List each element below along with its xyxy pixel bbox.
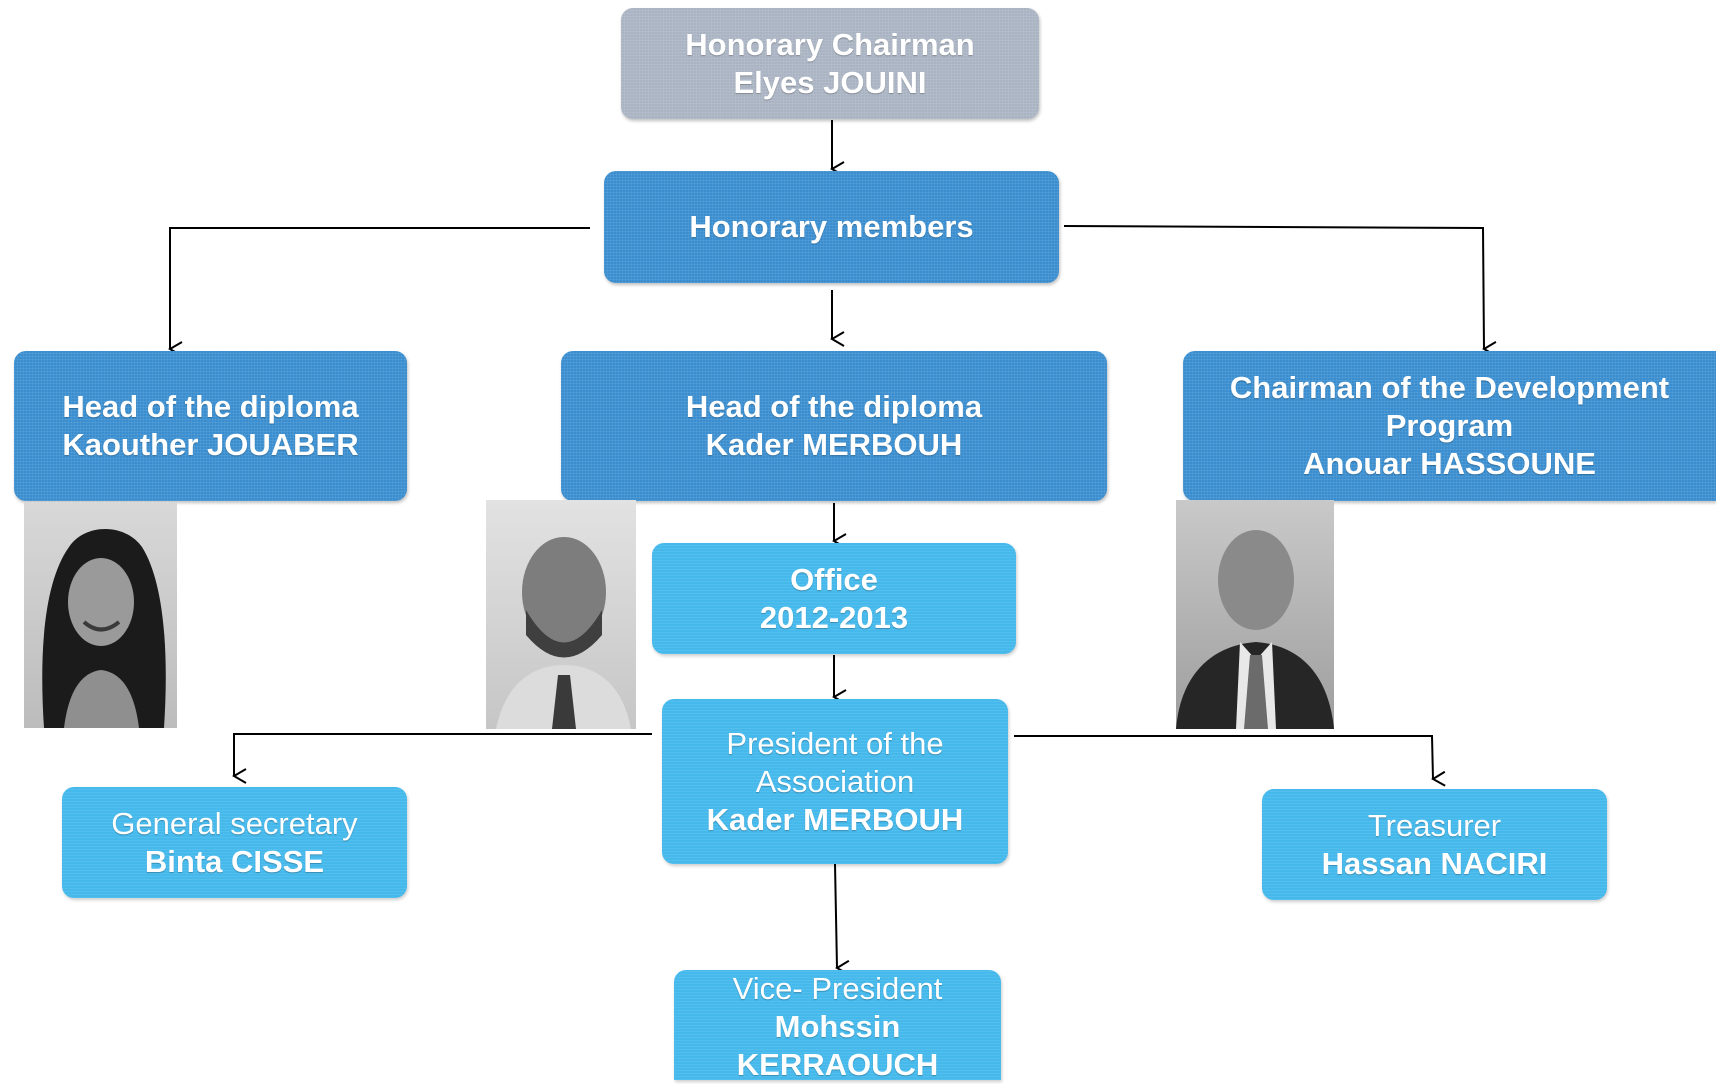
arrow-members-to-head-left	[168, 227, 590, 357]
head-diploma-center-name: Kader MERBOUH	[705, 427, 963, 462]
treasurer-box[interactable]: Treasurer Hassan NACIRI	[1262, 789, 1607, 900]
honorary-chairman-name: Elyes JOUINI	[733, 64, 927, 100]
office-box[interactable]: Office 2012-2013	[652, 543, 1016, 654]
honorary-chairman-role: Honorary Chairman	[685, 26, 975, 62]
head-diploma-center-role: Head of the diploma	[685, 389, 983, 424]
dev-program-chairman-box[interactable]: Chairman of the Development Program Anou…	[1183, 351, 1716, 501]
vice-president-name-line2: KERRAOUCH	[736, 1047, 939, 1082]
head-diploma-left-name: Kaouther JOUABER	[62, 427, 359, 462]
arrow-president-to-secretary	[232, 733, 652, 784]
arrow-president-to-treasurer	[1014, 735, 1446, 787]
general-secretary-box[interactable]: General secretary Binta CISSE	[62, 787, 407, 898]
head-diploma-left-role: Head of the diploma	[62, 389, 359, 424]
vice-president-role: Vice- President	[732, 971, 943, 1006]
vice-president-box[interactable]: Vice- President Mohssin KERRAOUCH	[674, 970, 1001, 1082]
dev-program-chairman-role-line1: Chairman of the Development	[1229, 370, 1670, 405]
honorary-members-label: Honorary members	[689, 209, 974, 244]
dev-program-chairman-role-line2: Program	[1385, 408, 1514, 443]
treasurer-name: Hassan NACIRI	[1321, 845, 1548, 881]
general-secretary-role: General secretary	[111, 805, 358, 841]
vice-president-name-line1: Mohssin	[774, 1009, 901, 1044]
office-years: 2012-2013	[759, 599, 909, 635]
head-diploma-center-box[interactable]: Head of the diploma Kader MERBOUH	[561, 351, 1107, 501]
arrow-president-to-vice-president	[834, 863, 850, 976]
treasurer-role: Treasurer	[1367, 807, 1502, 843]
office-label: Office	[790, 561, 878, 597]
dev-program-chairman-name: Anouar HASSOUNE	[1303, 446, 1596, 481]
general-secretary-name: Binta CISSE	[144, 843, 325, 879]
president-name: Kader MERBOUH	[706, 801, 964, 837]
president-box[interactable]: President of the Association Kader MERBO…	[662, 699, 1008, 864]
photo-anouar-hassoune	[1176, 500, 1334, 729]
photo-kaouther-jouaber	[24, 502, 177, 728]
head-diploma-left-box[interactable]: Head of the diploma Kaouther JOUABER	[14, 351, 407, 501]
honorary-chairman-box[interactable]: Honorary Chairman Elyes JOUINI	[621, 8, 1039, 119]
arrow-members-to-dev-chairman	[1063, 225, 1497, 357]
photo-kader-merbouh	[486, 500, 636, 729]
honorary-members-box[interactable]: Honorary members	[604, 171, 1059, 283]
president-role-line2: Association	[755, 763, 915, 799]
president-role-line1: President of the	[726, 725, 944, 761]
